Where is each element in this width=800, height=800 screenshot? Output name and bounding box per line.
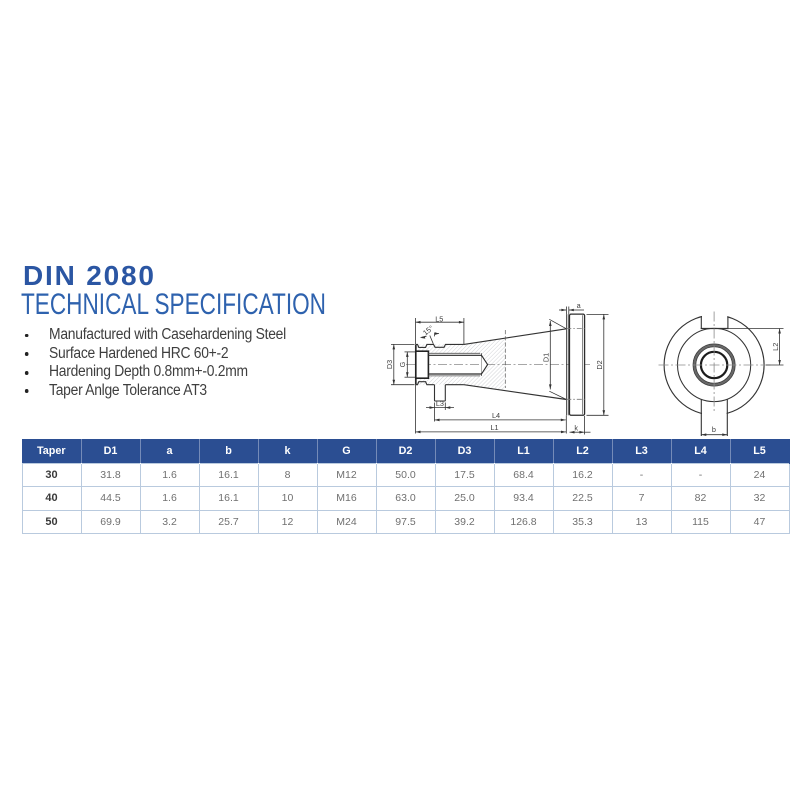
svg-text:G: G <box>398 361 407 367</box>
svg-text:L3: L3 <box>436 399 444 408</box>
svg-text:L5: L5 <box>435 314 443 323</box>
svg-text:D3: D3 <box>385 360 394 369</box>
svg-text:L2: L2 <box>771 343 780 351</box>
svg-text:k: k <box>574 424 578 433</box>
svg-text:b: b <box>712 425 716 434</box>
svg-text:D2: D2 <box>595 360 604 369</box>
svg-text:L4: L4 <box>492 411 500 420</box>
svg-text:a: a <box>577 301 582 310</box>
svg-text:D1: D1 <box>541 353 550 362</box>
svg-text:L1: L1 <box>490 423 498 432</box>
svg-text:15°: 15° <box>421 323 435 337</box>
